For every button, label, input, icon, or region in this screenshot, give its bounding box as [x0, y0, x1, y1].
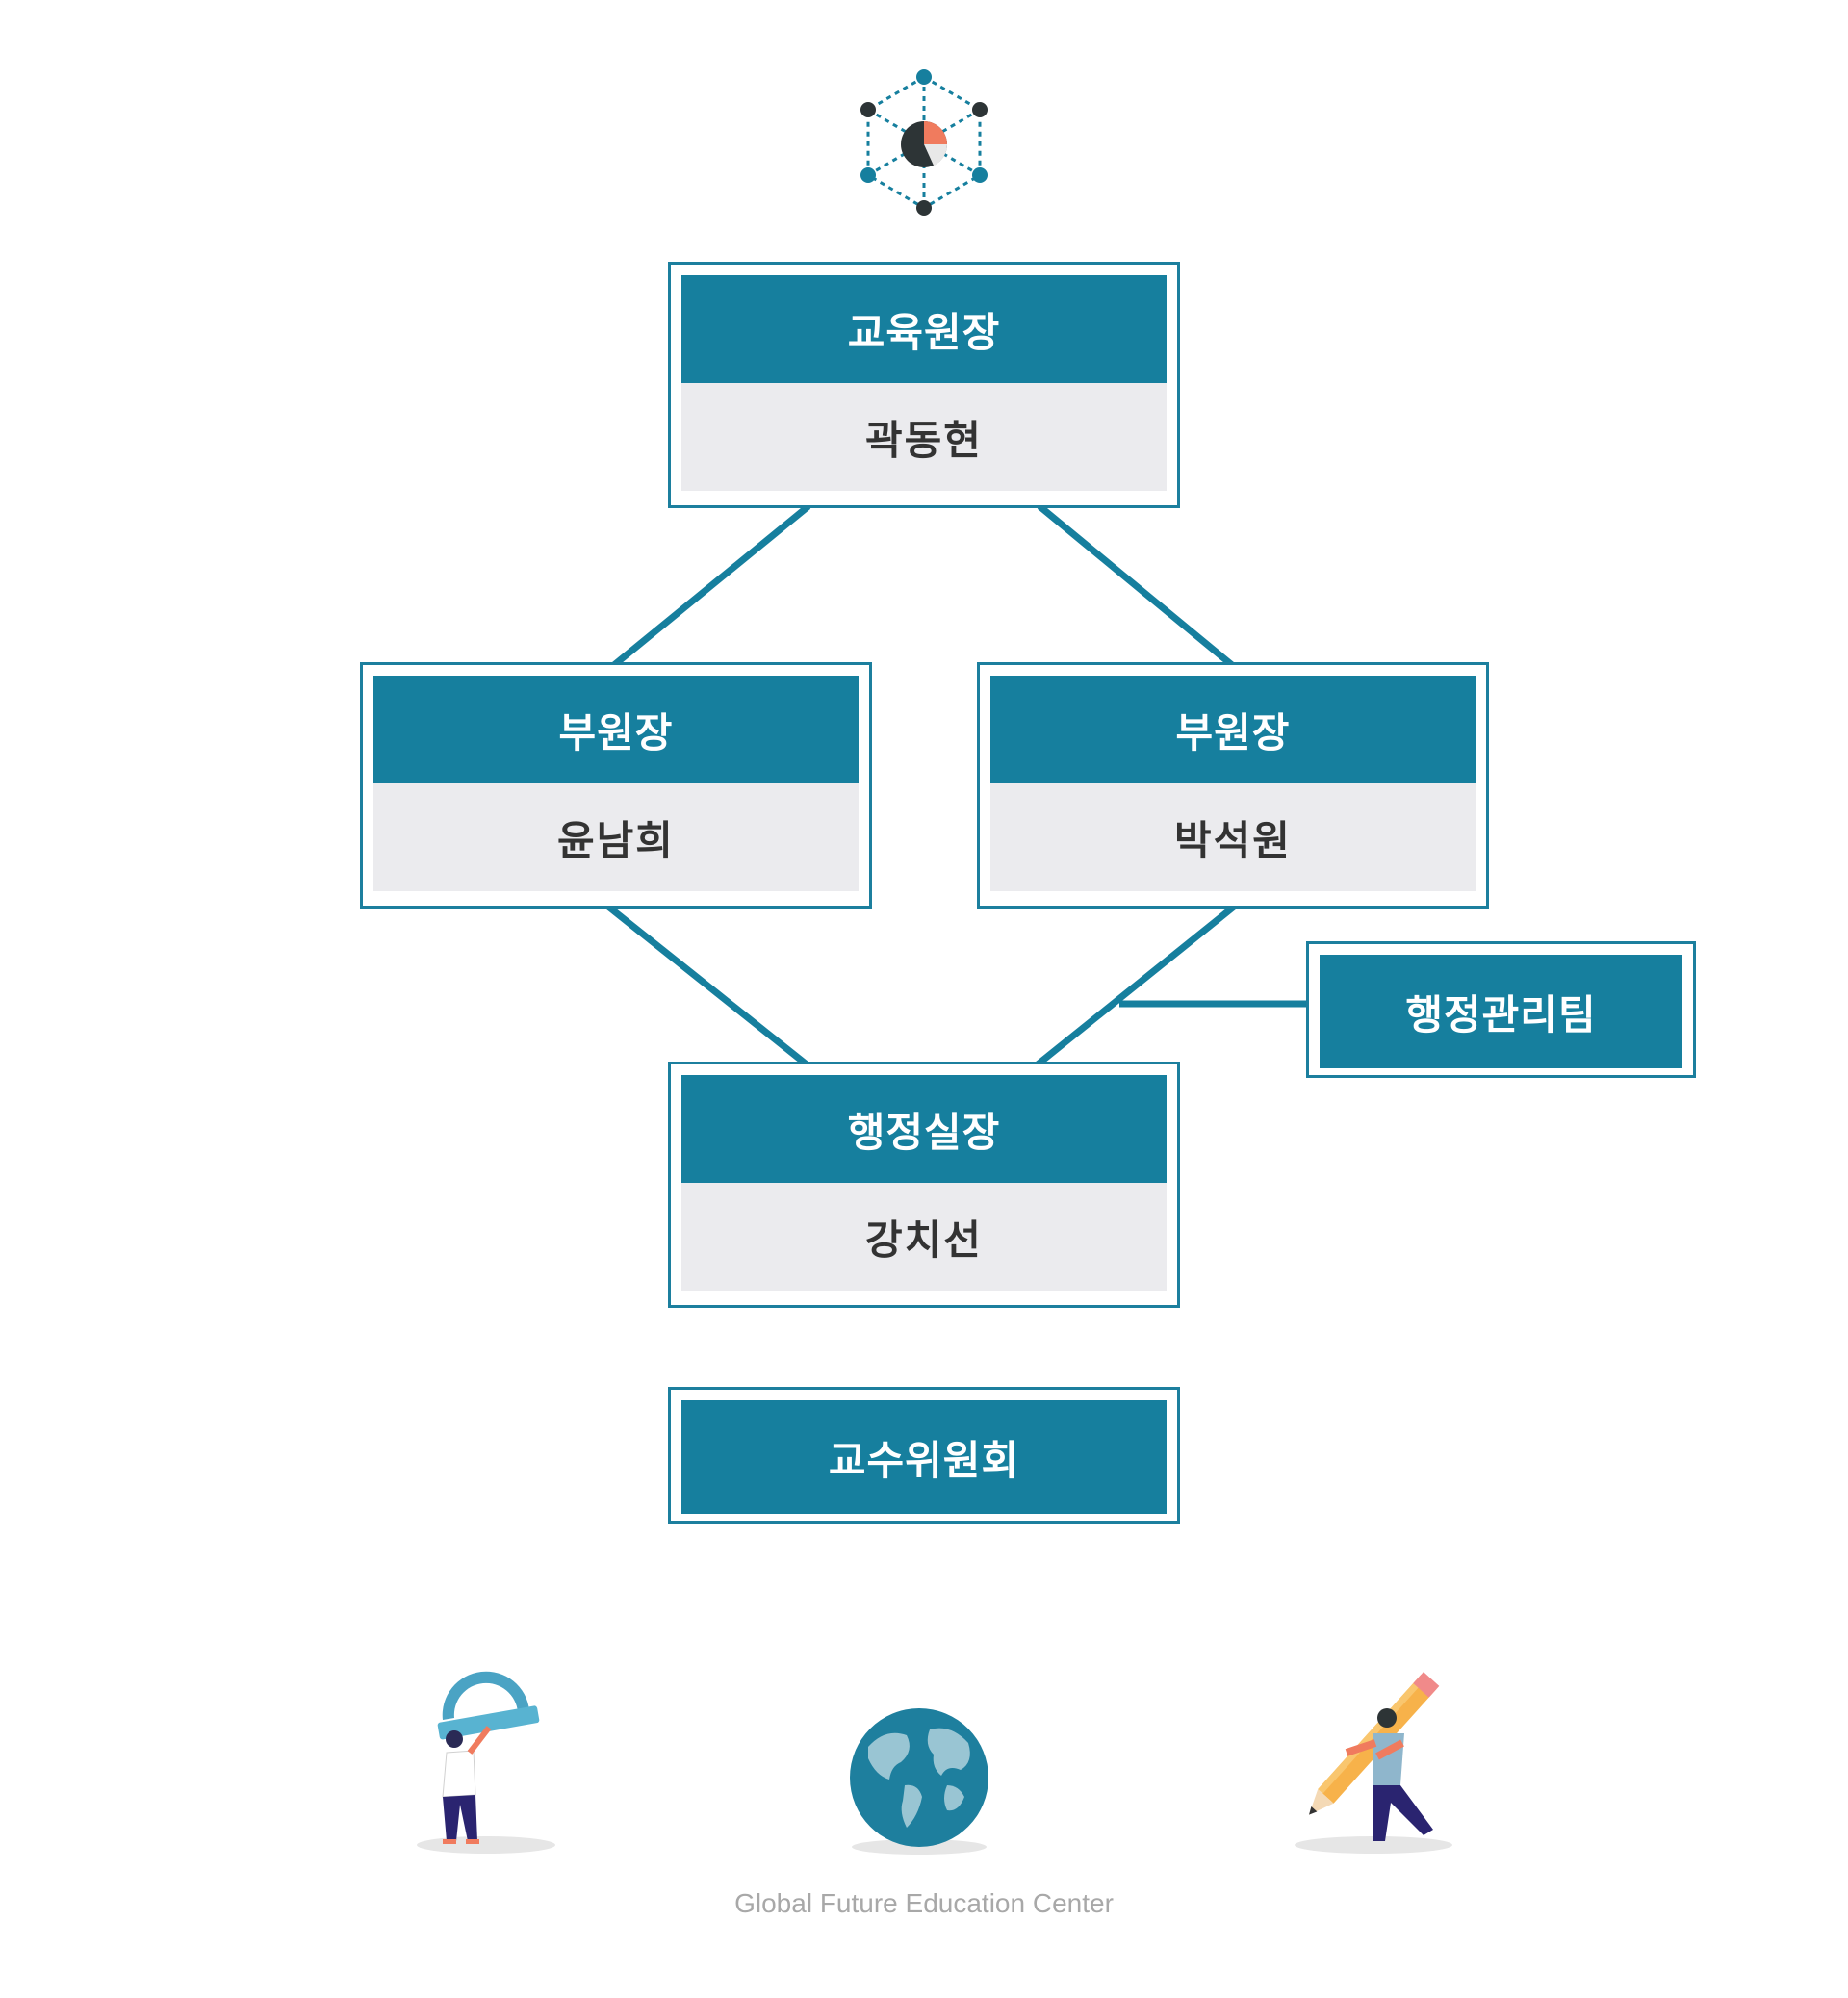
- admin-team-title: 행정관리팀: [1320, 955, 1682, 1068]
- director-box: 교육원장 곽동현: [668, 262, 1180, 508]
- line-director-vice-right: [1037, 503, 1235, 668]
- admin-head-box: 행정실장 강치선: [668, 1062, 1180, 1308]
- admin-team-box: 행정관리팀: [1306, 941, 1696, 1078]
- person-with-pencil-icon: [1295, 1672, 1452, 1854]
- admin-head-title: 행정실장: [681, 1075, 1167, 1183]
- vice-left-box: 부원장 윤남희: [360, 662, 872, 909]
- vice-left-name: 윤남희: [373, 783, 859, 891]
- faculty-box: 교수위원회: [668, 1387, 1180, 1524]
- vice-left-title: 부원장: [373, 676, 859, 783]
- line-director-vice-left: [611, 503, 811, 668]
- footer-text: Global Future Education Center: [734, 1888, 1114, 1918]
- vice-right-box: 부원장 박석원: [977, 662, 1489, 909]
- network-hexagon-icon: [860, 69, 988, 216]
- globe-icon: [850, 1708, 988, 1855]
- faculty-title: 교수위원회: [681, 1400, 1167, 1514]
- line-vice-left-admin-head: [605, 904, 809, 1067]
- director-name: 곽동현: [681, 383, 1167, 491]
- vice-right-name: 박석원: [990, 783, 1476, 891]
- person-with-protractor-icon: [417, 1671, 555, 1854]
- vice-right-title: 부원장: [990, 676, 1476, 783]
- director-title: 교육원장: [681, 275, 1167, 383]
- line-vice-right-admin-head: [1035, 904, 1237, 1067]
- admin-head-name: 강치선: [681, 1183, 1167, 1291]
